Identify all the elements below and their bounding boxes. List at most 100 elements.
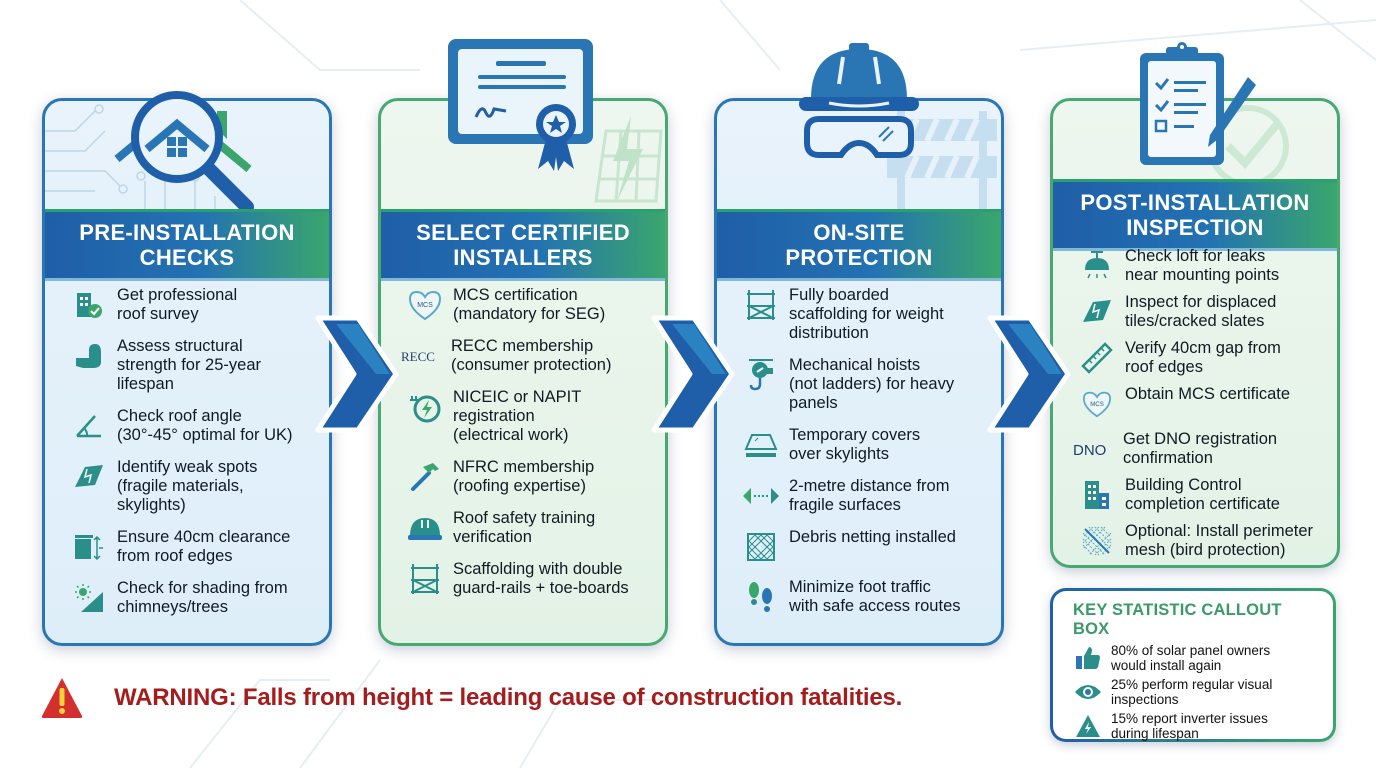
stat-text: 25% perform regular visual inspections — [1111, 677, 1273, 707]
hammer-icon — [407, 459, 443, 495]
warning-triangle-icon — [41, 678, 83, 718]
item-text: Temporary covers over skylights — [789, 426, 921, 463]
warning-text: WARNING: Falls from height = leading cau… — [114, 684, 903, 711]
mcs-logo-icon: MCS — [407, 287, 443, 323]
chevron-right-icon — [987, 315, 1071, 433]
list-item: 2-metre distance from fragile surfaces — [743, 477, 983, 515]
key-statistic-callout-box: KEY STATISTIC CALLOUT BOX 80% of solar p… — [1050, 588, 1336, 742]
item-text: Optional: Install perimeter mesh (bird p… — [1125, 522, 1314, 559]
list-item: Building Control completion certificate — [1079, 476, 1319, 514]
certificate-ribbon-icon — [448, 39, 598, 209]
card-post-installation-inspection: POST-INSTALLATION INSPECTION Check loft … — [1050, 42, 1340, 568]
hard-hat-icon — [407, 510, 443, 546]
item-text: Verify 40cm gap from roof edges — [1125, 339, 1281, 376]
list-item: DNO Get DNO registration confirmation — [1073, 430, 1319, 468]
hoist-hook-icon — [743, 357, 779, 393]
list-item: Get professional roof survey — [71, 286, 311, 324]
plug-bolt-icon — [407, 389, 443, 425]
stat-item: 25% perform regular visual inspections — [1073, 677, 1321, 707]
ruler-icon — [1079, 340, 1115, 376]
list-item: Minimize foot traffic with safe access r… — [743, 578, 983, 616]
mcs-logo-icon: MCS — [1079, 386, 1115, 422]
list-item: RECC RECC membership (consumer protectio… — [401, 337, 647, 375]
item-text: Ensure 40cm clearance from roof edges — [117, 528, 291, 565]
building-icon — [1079, 477, 1115, 513]
card-title: PRE-INSTALLATION CHECKS — [45, 209, 329, 281]
card-title: SELECT CERTIFIED INSTALLERS — [381, 209, 665, 281]
stat-text: 80% of solar panel owners would install … — [1111, 643, 1271, 673]
item-text: RECC membership (consumer protection) — [451, 337, 612, 374]
list-item: Ensure 40cm clearance from roof edges — [71, 528, 311, 566]
thumbs-up-icon — [1073, 643, 1103, 673]
svg-text:MCS: MCS — [417, 302, 433, 309]
checklist: Check loft for leaks near mounting point… — [1053, 247, 1337, 568]
item-text: Assess structural strength for 25-year l… — [117, 337, 261, 393]
chevron-right-icon — [315, 315, 399, 433]
stat-item: 80% of solar panel owners would install … — [1073, 643, 1321, 673]
flexed-arm-icon — [71, 338, 107, 374]
list-item: Debris netting installed — [743, 528, 983, 565]
distance-arrows-icon — [743, 478, 779, 514]
item-text: Check roof angle (30°-45° optimal for UK… — [117, 407, 293, 444]
cracked-tile-icon — [1079, 294, 1115, 330]
building-check-icon — [71, 287, 107, 323]
list-item: NFRC membership (roofing expertise) — [407, 458, 647, 496]
list-item: Scaffolding with double guard-rails + to… — [407, 560, 647, 598]
item-text: Check for shading from chimneys/trees — [117, 579, 288, 616]
edge-clearance-icon — [71, 529, 107, 565]
checklist: MCS MCS certification (mandatory for SEG… — [381, 286, 665, 611]
list-item: Inspect for displaced tiles/cracked slat… — [1079, 293, 1319, 331]
angle-icon — [71, 408, 107, 444]
netting-icon — [743, 529, 779, 565]
item-text: Mechanical hoists (not ladders) for heav… — [789, 356, 955, 412]
item-text: NFRC membership (roofing expertise) — [453, 458, 595, 495]
card-title: POST-INSTALLATION INSPECTION — [1053, 179, 1337, 251]
list-item: Check for shading from chimneys/trees — [71, 579, 311, 617]
svg-text:MCS: MCS — [1090, 401, 1104, 408]
list-item: Check loft for leaks near mounting point… — [1079, 247, 1319, 285]
ceiling-lamp-icon — [1079, 248, 1115, 284]
list-item: Mechanical hoists (not ladders) for heav… — [743, 356, 983, 413]
recc-logo-icon: RECC — [401, 338, 441, 374]
item-text: 2-metre distance from fragile surfaces — [789, 477, 950, 514]
item-text: Building Control completion certificate — [1125, 476, 1280, 513]
eye-icon — [1073, 677, 1103, 707]
solar-panel-watermark — [381, 101, 665, 209]
chevron-right-icon — [651, 315, 735, 433]
warning-banner: WARNING: Falls from height = leading cau… — [40, 676, 902, 720]
scaffolding-icon — [407, 561, 443, 597]
card-title: ON-SITE PROTECTION — [717, 209, 1001, 281]
item-text: Get DNO registration confirmation — [1123, 430, 1278, 467]
list-item: Verify 40cm gap from roof edges — [1079, 339, 1319, 377]
item-text: Fully boarded scaffolding for weight dis… — [789, 286, 944, 342]
list-item: MCS Obtain MCS certificate — [1079, 385, 1319, 422]
item-text: MCS certification (mandatory for SEG) — [453, 286, 606, 323]
warning-bolt-icon — [1073, 711, 1103, 741]
clipboard-pen-icon — [1130, 39, 1260, 179]
item-text: NICEIC or NAPIT registration (electrical… — [453, 388, 582, 444]
sun-shade-icon — [71, 580, 107, 616]
list-item: NICEIC or NAPIT registration (electrical… — [407, 388, 647, 445]
item-text: Check loft for leaks near mounting point… — [1125, 247, 1280, 284]
barrier-watermark — [717, 101, 1001, 209]
item-text: Debris netting installed — [789, 528, 956, 546]
item-text: Inspect for displaced tiles/cracked slat… — [1125, 293, 1277, 330]
house-magnifier-icon — [107, 39, 267, 214]
stat-text: 15% report inverter issues during lifesp… — [1111, 711, 1268, 741]
list-item: Check roof angle (30°-45° optimal for UK… — [71, 407, 311, 445]
scaffolding-icon — [743, 287, 779, 323]
list-item: Identify weak spots (fragile materials, … — [71, 458, 311, 515]
svg-text:RECC: RECC — [401, 349, 435, 364]
card-on-site-protection: ON-SITE PROTECTION Fully boarded scaffol… — [714, 43, 1004, 646]
cracked-tile-icon — [71, 459, 107, 495]
card-pre-installation-checks: PRE-INSTALLATION CHECKS Get professional… — [42, 91, 332, 646]
list-item: Fully boarded scaffolding for weight dis… — [743, 286, 983, 343]
item-text: Obtain MCS certificate — [1125, 385, 1291, 403]
checklist: Get professional roof survey Assess stru… — [45, 286, 329, 630]
list-item: Roof safety training verification — [407, 509, 647, 547]
item-text: Identify weak spots (fragile materials, … — [117, 458, 258, 514]
item-text: Roof safety training verification — [453, 509, 596, 546]
list-item: Optional: Install perimeter mesh (bird p… — [1079, 522, 1319, 560]
skylight-cover-icon — [743, 427, 779, 463]
list-item: MCS MCS certification (mandatory for SEG… — [407, 286, 647, 324]
